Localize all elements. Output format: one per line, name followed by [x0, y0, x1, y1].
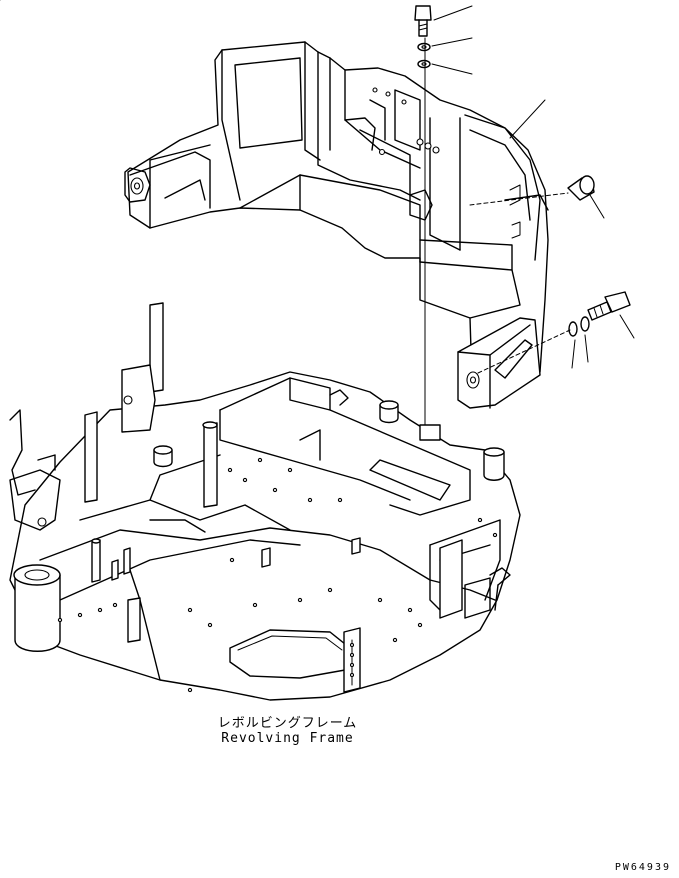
- washer-lower: [417, 59, 431, 69]
- revolving-frame-part: [9, 302, 521, 701]
- frame-cover-part: [124, 41, 549, 409]
- leader-lines: [424, 5, 635, 431]
- washer-upper: [417, 42, 431, 52]
- bolt-right: [587, 291, 631, 321]
- washer-right-b: [568, 321, 578, 337]
- drawing-number: PW64939: [614, 862, 671, 873]
- bolt-top: [414, 5, 432, 37]
- caption-japanese: レボルビングフレーム: [217, 716, 358, 731]
- caption-english: Revolving Frame: [221, 731, 354, 746]
- washer-right-a: [580, 316, 590, 332]
- pin-right: [567, 175, 595, 201]
